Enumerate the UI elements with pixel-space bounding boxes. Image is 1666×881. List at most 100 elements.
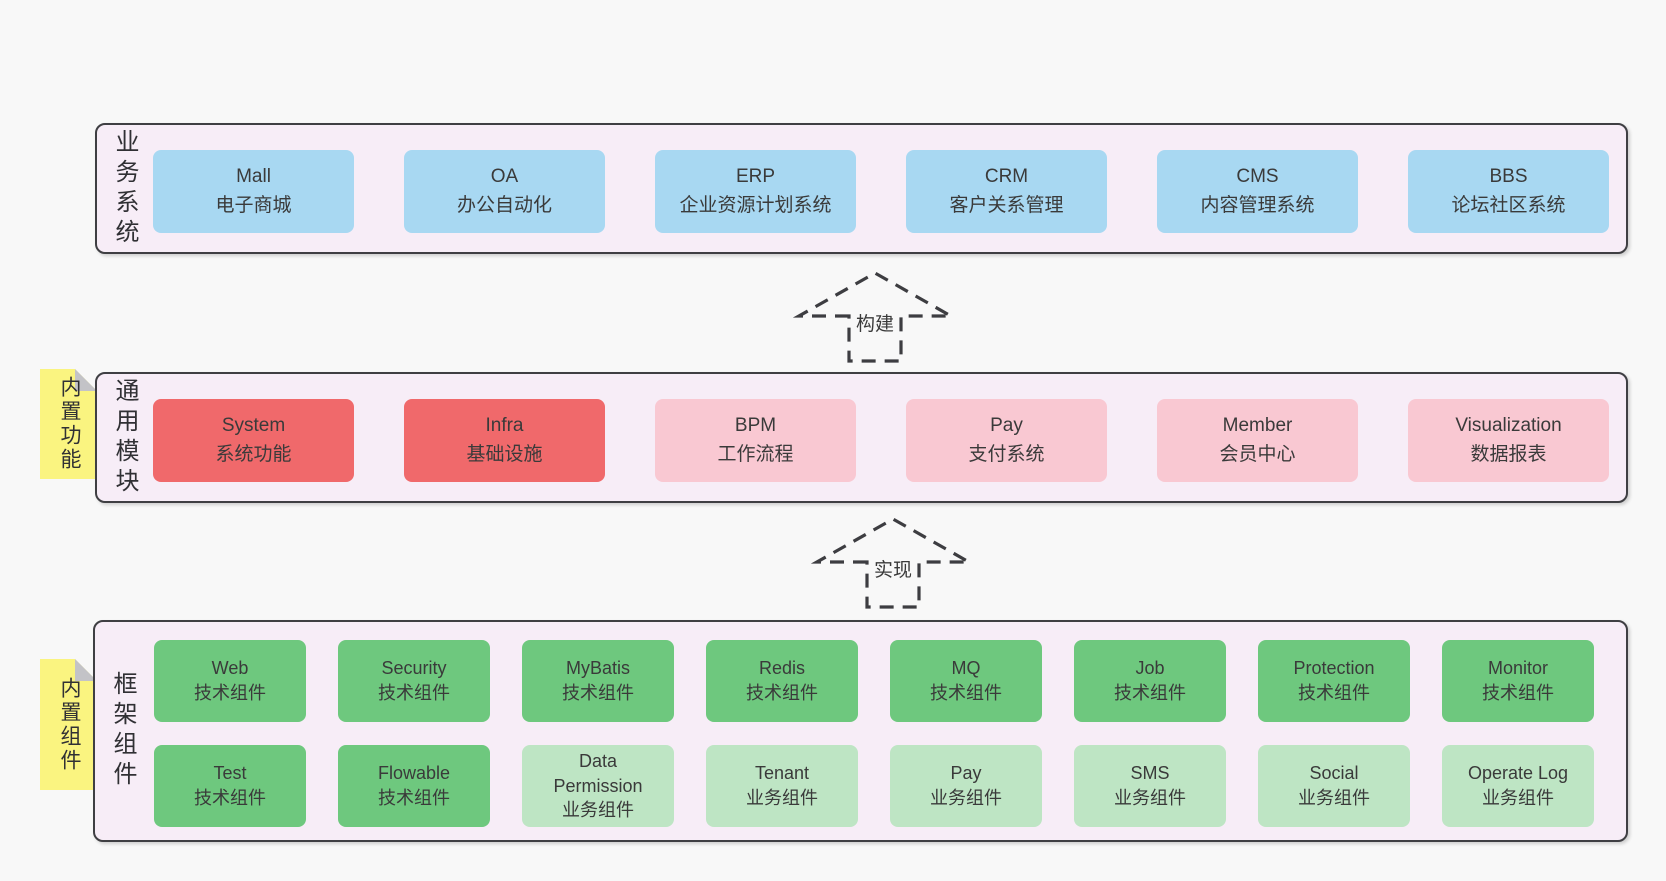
- box-member: Member 会员中心: [1157, 399, 1358, 482]
- box-title: CMS: [1236, 166, 1279, 187]
- box-mall: Mall 电子商城: [153, 150, 354, 233]
- box-subtitle: 内容管理系统: [1200, 194, 1315, 216]
- box-title: BPM: [734, 415, 777, 436]
- box-web: Web 技术组件: [154, 640, 306, 722]
- box-title: SMS: [1130, 763, 1170, 784]
- box-system: System 系统功能: [153, 399, 354, 482]
- box-visualization: Visualization 数据报表: [1408, 399, 1609, 482]
- box-subtitle: 技术组件: [194, 788, 266, 808]
- box-test: Test 技术组件: [154, 745, 306, 827]
- box-security: Security 技术组件: [338, 640, 490, 722]
- box-job: Job 技术组件: [1074, 640, 1226, 722]
- box-erp: ERP 企业资源计划系统: [655, 150, 856, 233]
- box-title: Tenant: [754, 763, 810, 784]
- box-title: Member: [1222, 415, 1293, 436]
- box-subtitle: 业务组件: [1114, 788, 1186, 808]
- box-operate-log: Operate Log 业务组件: [1442, 745, 1594, 827]
- box-title: Redis: [758, 658, 806, 679]
- box-title: Operate Log: [1467, 763, 1569, 784]
- sticky-note-built-in-components: 内置组件: [40, 659, 97, 790]
- box-subtitle: 办公自动化: [456, 194, 552, 216]
- box-title: Social: [1309, 763, 1359, 784]
- panel-side-label: 框架组件: [109, 671, 136, 791]
- box-protection: Protection 技术组件: [1258, 640, 1410, 722]
- box-subtitle: 技术组件: [562, 683, 634, 703]
- box-subtitle: 技术组件: [1114, 683, 1186, 703]
- box-social: Social 业务组件: [1258, 745, 1410, 827]
- box-infra: Infra 基础设施: [404, 399, 605, 482]
- box-title: Test: [213, 763, 247, 784]
- box-title: MQ: [951, 658, 981, 679]
- box-subtitle: 技术组件: [194, 683, 266, 703]
- box-subtitle: 企业资源计划系统: [679, 194, 832, 216]
- box-oa: OA 办公自动化: [404, 150, 605, 233]
- box-flowable: Flowable 技术组件: [338, 745, 490, 827]
- box-subtitle: 业务组件: [930, 788, 1002, 808]
- box-subtitle: 基础设施: [466, 443, 543, 465]
- box-title: Mall: [236, 166, 271, 187]
- box-title: BBS: [1489, 166, 1528, 187]
- box-subtitle: 客户关系管理: [949, 194, 1064, 216]
- box-sms: SMS 业务组件: [1074, 745, 1226, 827]
- sticky-label: 内置功能: [58, 376, 81, 472]
- panel-side-label: 通用模块: [111, 377, 138, 498]
- box-subtitle: 技术组件: [746, 683, 818, 703]
- common-modules-panel: 通用模块 System 系统功能 Infra 基础设施 BPM 工作流程 Pay…: [95, 372, 1628, 503]
- framework-components-panel: 框架组件 Web 技术组件 Security 技术组件 MyBatis 技术组件…: [93, 620, 1628, 842]
- box-subtitle: 业务组件: [1298, 788, 1370, 808]
- box-redis: Redis 技术组件: [706, 640, 858, 722]
- business-systems-panel: 业务系统 Mall 电子商城 OA 办公自动化 ERP 企业资源计划系统 CRM…: [95, 123, 1628, 254]
- implement-arrow: 实现: [811, 512, 975, 612]
- box-title: Flowable: [377, 763, 451, 784]
- box-monitor: Monitor 技术组件: [1442, 640, 1594, 722]
- box-title: Job: [1135, 658, 1165, 679]
- box-title: Infra: [485, 415, 524, 436]
- box-mybatis: MyBatis 技术组件: [522, 640, 674, 722]
- box-crm: CRM 客户关系管理: [906, 150, 1107, 233]
- arrow-label: 构建: [851, 308, 899, 337]
- box-title: CRM: [984, 166, 1029, 187]
- panel-side-label: 业务系统: [111, 128, 138, 249]
- box-title: Visualization: [1455, 415, 1562, 436]
- box-title: Web: [211, 658, 249, 679]
- box-subtitle: 会员中心: [1219, 443, 1296, 465]
- box-subtitle: 系统功能: [215, 443, 292, 465]
- sticky-note-built-in-functions: 内置功能: [40, 369, 97, 479]
- box-subtitle: 技术组件: [378, 788, 450, 808]
- box-title: Pay: [990, 415, 1023, 436]
- box-subtitle: 论坛社区系统: [1451, 194, 1566, 216]
- box-subtitle: 技术组件: [1482, 683, 1554, 703]
- box-title: Security: [381, 658, 447, 679]
- box-pay-component: Pay 业务组件: [890, 745, 1042, 827]
- box-title: Protection: [1293, 658, 1375, 679]
- box-title: Pay: [950, 763, 982, 784]
- box-pay-module: Pay 支付系统: [906, 399, 1107, 482]
- box-title: System: [221, 415, 286, 436]
- sticky-label: 内置组件: [58, 676, 81, 773]
- box-title: Data Permission: [553, 750, 643, 796]
- box-bbs: BBS 论坛社区系统: [1408, 150, 1609, 233]
- box-bpm: BPM 工作流程: [655, 399, 856, 482]
- box-title: ERP: [735, 166, 776, 187]
- box-title: MyBatis: [565, 658, 630, 679]
- box-title: Monitor: [1487, 658, 1549, 679]
- box-subtitle: 技术组件: [378, 683, 450, 703]
- box-mq: MQ 技术组件: [890, 640, 1042, 722]
- box-subtitle: 支付系统: [968, 443, 1045, 465]
- modules-box-row: System 系统功能 Infra 基础设施 BPM 工作流程 Pay 支付系统…: [153, 399, 1609, 482]
- box-subtitle: 业务组件: [1482, 788, 1554, 808]
- box-subtitle: 技术组件: [1298, 683, 1370, 703]
- box-subtitle: 技术组件: [930, 683, 1002, 703]
- box-subtitle: 工作流程: [717, 443, 794, 465]
- box-data-permission: Data Permission 业务组件: [522, 745, 674, 827]
- box-subtitle: 电子商城: [215, 194, 292, 216]
- arrow-label: 实现: [869, 554, 917, 583]
- build-arrow: 构建: [793, 266, 957, 366]
- box-subtitle: 数据报表: [1470, 443, 1547, 465]
- box-subtitle: 业务组件: [562, 800, 634, 821]
- box-cms: CMS 内容管理系统: [1157, 150, 1358, 233]
- business-box-row: Mall 电子商城 OA 办公自动化 ERP 企业资源计划系统 CRM 客户关系…: [153, 150, 1609, 233]
- box-tenant: Tenant 业务组件: [706, 745, 858, 827]
- box-subtitle: 业务组件: [746, 788, 818, 808]
